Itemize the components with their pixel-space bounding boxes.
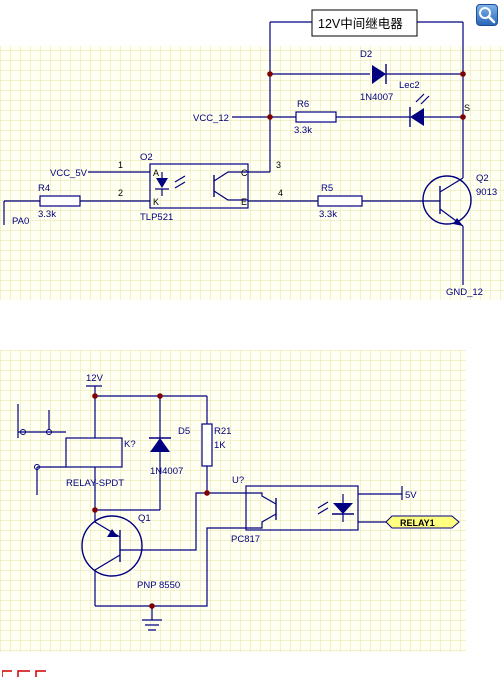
d2-diode-body (372, 65, 386, 84)
search-button[interactable] (476, 4, 498, 26)
pin-s: S (464, 103, 470, 113)
u-part: PC817 (231, 534, 260, 545)
q2-transistor (422, 175, 472, 227)
pc817-optocoupler (245, 485, 359, 531)
bottom-grid (0, 350, 466, 652)
q1-body (81, 515, 143, 577)
q2-emitter-arrow (453, 218, 463, 226)
o2-light-rays (174, 175, 186, 189)
bottom-corner-marks (1, 664, 62, 677)
relay-ref: K? (124, 439, 136, 450)
pc817-led (333, 503, 353, 514)
pa0-label: PA0 (12, 216, 29, 227)
junction-b3 (92, 507, 98, 513)
gnd12-label: GND_12 (446, 287, 483, 298)
o2-led (156, 178, 168, 188)
optocoupler-o2 (149, 163, 249, 209)
relay-contact-c (34, 464, 40, 470)
d5-part: 1N4007 (150, 466, 183, 477)
r6-value: 3.3k (294, 125, 312, 136)
o2-pin-a: A (153, 168, 159, 178)
junction-2 (460, 71, 466, 77)
ground-icon (142, 619, 162, 631)
pin-2: 2 (118, 188, 123, 198)
pin-4: 4 (278, 188, 283, 198)
r5-value: 3.3k (319, 209, 337, 220)
search-icon (479, 7, 496, 24)
corner-mark-icon (1, 670, 46, 677)
q1-transistor (81, 510, 143, 606)
relay-contact-a (20, 429, 26, 435)
o2-pin-c: C (241, 168, 248, 178)
pc817-transistor-leads (246, 492, 277, 529)
led-light-rays (415, 93, 430, 105)
relay-title-box (311, 9, 418, 37)
d5-body (150, 438, 170, 452)
d2-diode (372, 64, 387, 84)
junction-b1 (92, 393, 98, 399)
o2-transistor-leads (213, 171, 248, 201)
pc817-light-rays (317, 501, 329, 515)
r5-ref: R5 (321, 183, 333, 194)
q2-ref: Q2 (476, 173, 489, 184)
d5-diode (149, 430, 171, 452)
top-grid (0, 46, 504, 300)
d2-part: 1N4007 (360, 92, 393, 103)
r5-resistor (317, 195, 363, 207)
relay-contact-stubs (17, 404, 50, 430)
junction-b4 (204, 490, 210, 496)
relay-spdt (17, 404, 123, 495)
pc817-body (245, 485, 359, 531)
r21-value: 1K (214, 440, 226, 451)
o2-pin-k: K (153, 197, 159, 207)
r6-resistor (295, 111, 337, 123)
u-ref: U? (232, 475, 244, 486)
base-wire (140, 492, 207, 551)
o2-body (149, 163, 249, 209)
o2-pin-e: E (241, 197, 247, 207)
vcc5-label: VCC_5V (50, 168, 88, 179)
r6-ref: R6 (297, 99, 309, 110)
q2-part: 9013 (476, 187, 497, 198)
v5-wire (358, 486, 403, 500)
q1-emitter-arrow (107, 529, 118, 537)
junction-b2 (157, 393, 163, 399)
r4-value: 3.3k (38, 209, 56, 220)
pin-3: 3 (276, 160, 281, 170)
relay1-label: RELAY1 (400, 518, 435, 528)
q1-ref: Q1 (138, 513, 151, 524)
led-lec2 (409, 93, 430, 127)
pin-1: 1 (118, 160, 123, 170)
q1-part: PNP 8550 (137, 580, 180, 591)
o2-part: TLP521 (140, 212, 173, 223)
supply-12v-label: 12V (86, 373, 104, 384)
r21-ref: R21 (214, 426, 231, 437)
top-schematic: 12V中间继电器 D2 1N4007 Lec2 R6 3.3k VCC_1 (0, 9, 504, 300)
r21-resistor (201, 423, 213, 467)
junction-b5 (149, 603, 155, 609)
led-body (410, 108, 424, 126)
relay-coil (65, 437, 123, 468)
d2-ref: D2 (360, 49, 372, 60)
q2-body (422, 175, 472, 225)
relay-contact-wires (17, 410, 66, 495)
o2-ref: O2 (140, 152, 153, 163)
junction-4 (460, 114, 466, 120)
relay1-port (385, 515, 460, 529)
vcc12-label: VCC_12 (193, 113, 229, 124)
v5-label: 5V (405, 490, 417, 501)
r4-resistor (39, 195, 81, 207)
o2-led-leads (155, 172, 169, 196)
junction-3 (267, 114, 273, 120)
junction-1 (267, 71, 273, 77)
relay-title-text: 12V中间继电器 (318, 16, 403, 31)
led-ref: Lec2 (399, 80, 420, 91)
r4-ref: R4 (38, 183, 50, 194)
d5-ref: D5 (178, 426, 190, 437)
bottom-schematic: 12V K? RELAY-SPDT D5 1N4007 R21 1K (0, 350, 466, 652)
